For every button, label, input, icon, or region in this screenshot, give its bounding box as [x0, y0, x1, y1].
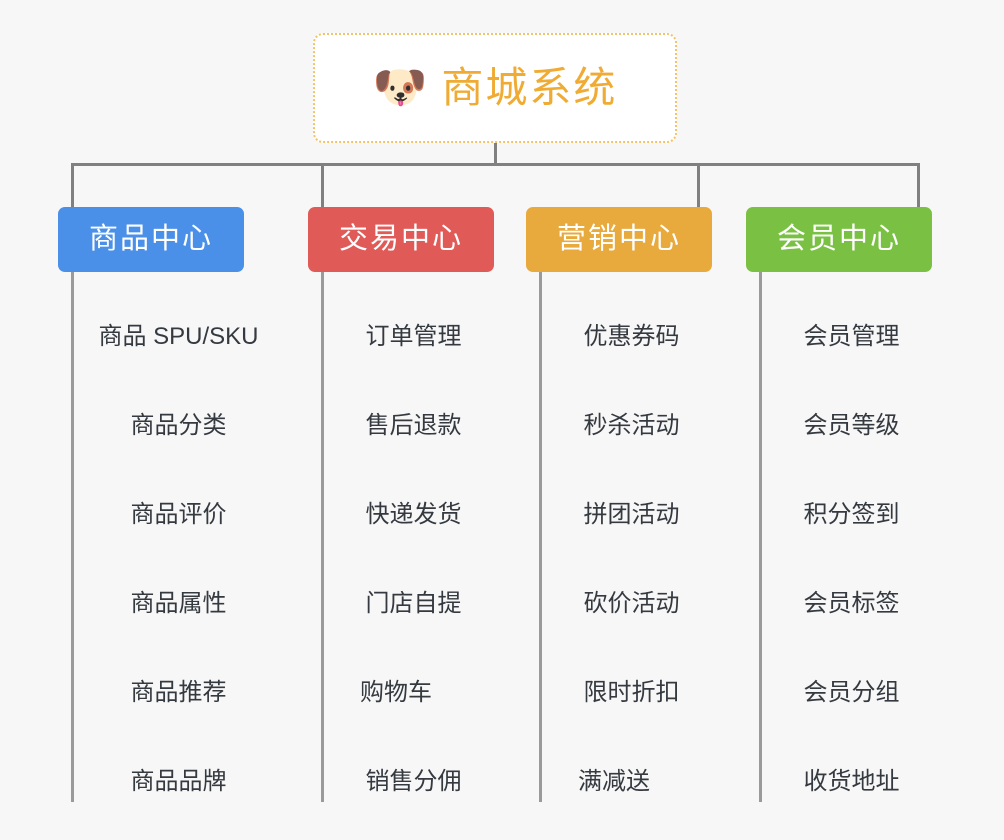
leaf-item[interactable]: 门店自提 — [321, 592, 506, 623]
category-label: 商品中心 — [88, 223, 213, 255]
leaf-label: 商品评价 — [130, 501, 227, 528]
leaf-item[interactable]: 会员分组 — [759, 681, 944, 712]
leaf-item[interactable]: 拼团活动 — [539, 503, 724, 534]
leaf-item[interactable]: 售后退款 — [321, 414, 506, 445]
connector-drop-2 — [321, 163, 324, 207]
leaf-item[interactable]: 商品评价 — [71, 503, 286, 534]
column-rail-4 — [759, 272, 762, 802]
leaf-label: 快递发货 — [365, 501, 462, 528]
leaf-label: 会员管理 — [803, 323, 900, 350]
category-box-1[interactable]: 商品中心 — [58, 207, 244, 272]
leaf-label: 门店自提 — [365, 590, 462, 617]
leaf-item[interactable]: 限时折扣 — [539, 681, 724, 712]
leaf-label: 砍价活动 — [583, 590, 680, 617]
leaf-item[interactable]: 积分签到 — [759, 503, 944, 534]
connector-drop-1 — [71, 163, 74, 207]
connector-root-stem — [494, 143, 497, 166]
leaf-item[interactable]: 购物车 — [321, 681, 471, 712]
root-node-mall-system[interactable]: 🐶 商城系统 — [313, 33, 677, 143]
leaf-label: 秒杀活动 — [583, 412, 680, 439]
leaf-item[interactable]: 商品属性 — [71, 592, 286, 623]
category-box-2[interactable]: 交易中心 — [308, 207, 494, 272]
connector-horizontal-bus — [72, 163, 918, 166]
leaf-label: 商品推荐 — [130, 679, 227, 706]
leaf-label: 满减送 — [578, 768, 650, 795]
leaf-item[interactable]: 订单管理 — [321, 325, 506, 356]
leaf-item[interactable]: 商品推荐 — [71, 681, 286, 712]
leaf-label: 会员等级 — [803, 412, 900, 439]
leaf-item[interactable]: 商品 SPU/SKU — [71, 325, 286, 356]
leaf-label: 商品属性 — [130, 590, 227, 617]
category-label: 营销中心 — [556, 223, 681, 255]
leaf-item[interactable]: 砍价活动 — [539, 592, 724, 623]
leaf-item[interactable]: 会员管理 — [759, 325, 944, 356]
leaf-item[interactable]: 满减送 — [539, 770, 689, 801]
leaf-item[interactable]: 商品品牌 — [71, 770, 286, 801]
connector-drop-4 — [917, 163, 920, 207]
leaf-label: 收货地址 — [803, 768, 900, 795]
leaf-label: 销售分佣 — [365, 768, 462, 795]
leaf-item[interactable]: 销售分佣 — [321, 770, 506, 801]
leaf-item[interactable]: 收货地址 — [759, 770, 944, 801]
leaf-item[interactable]: 秒杀活动 — [539, 414, 724, 445]
category-label: 会员中心 — [776, 223, 901, 255]
category-box-4[interactable]: 会员中心 — [746, 207, 932, 272]
leaf-label: 购物车 — [360, 679, 432, 706]
leaf-label: 商品 SPU/SKU — [98, 323, 259, 350]
column-rail-1 — [71, 272, 74, 802]
leaf-item[interactable]: 优惠券码 — [539, 325, 724, 356]
leaf-label: 商品分类 — [130, 412, 227, 439]
leaf-label: 订单管理 — [365, 323, 462, 350]
column-rail-2 — [321, 272, 324, 802]
category-label: 交易中心 — [338, 223, 463, 255]
leaf-label: 积分签到 — [803, 501, 900, 528]
leaf-label: 会员分组 — [803, 679, 900, 706]
connector-drop-3 — [697, 163, 700, 207]
leaf-item[interactable]: 会员等级 — [759, 414, 944, 445]
leaf-label: 商品品牌 — [130, 768, 227, 795]
leaf-item[interactable]: 商品分类 — [71, 414, 286, 445]
column-rail-3 — [539, 272, 542, 802]
leaf-label: 售后退款 — [365, 412, 462, 439]
leaf-label: 优惠券码 — [583, 323, 680, 350]
leaf-label: 拼团活动 — [583, 501, 680, 528]
leaf-label: 会员标签 — [803, 590, 900, 617]
shiba-dog-face-icon: 🐶 — [372, 63, 428, 112]
leaf-label: 限时折扣 — [583, 679, 680, 706]
root-node-title: 商城系统 — [441, 64, 618, 111]
category-box-3[interactable]: 营销中心 — [526, 207, 712, 272]
leaf-item[interactable]: 会员标签 — [759, 592, 944, 623]
leaf-item[interactable]: 快递发货 — [321, 503, 506, 534]
